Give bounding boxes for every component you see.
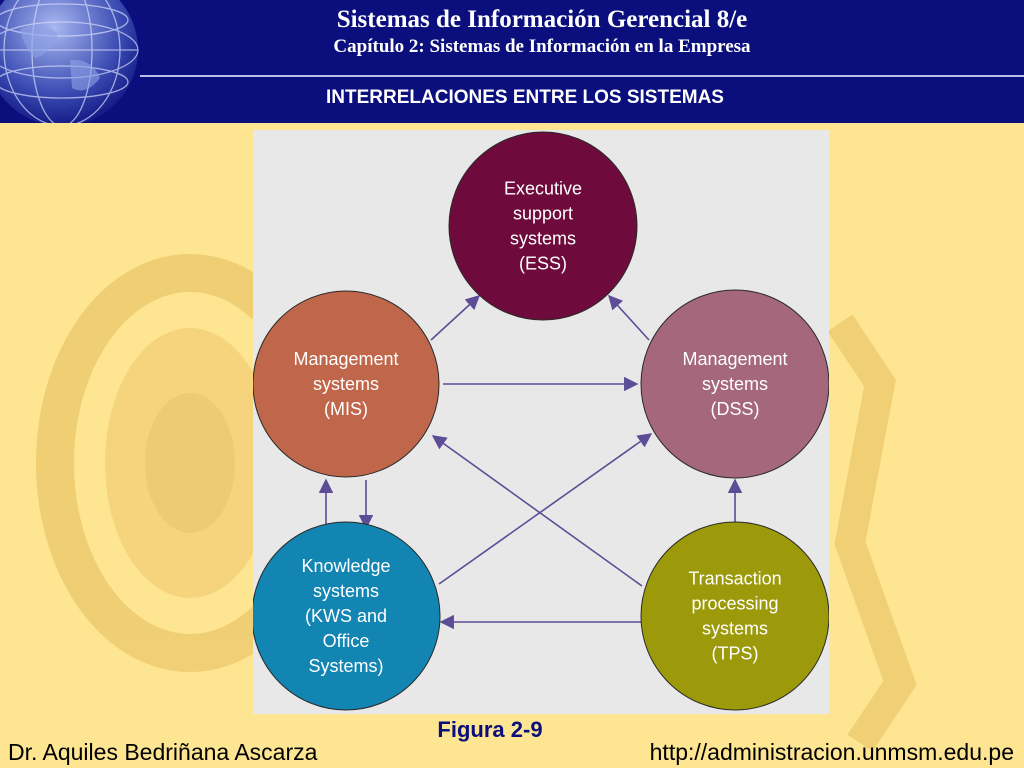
node-ess-label-line: Executive: [504, 179, 582, 199]
arrow-dss-to-ess: [608, 294, 650, 341]
globe-icon: [0, 0, 139, 123]
node-tps-label-line: Transaction: [688, 569, 781, 589]
node-ess-label-line: support: [513, 204, 573, 224]
node-tps-label-line: processing: [691, 594, 778, 614]
website-url[interactable]: http://administracion.unmsm.edu.pe: [649, 739, 1014, 765]
figure-panel: Executive support systems (ESS) Management sy…: [253, 130, 829, 714]
arrow-mis-to-ess: [430, 295, 481, 341]
node-kws-label-line: Office: [323, 631, 370, 651]
node-ess-circle: [448, 131, 638, 321]
node-mis-label-line: systems: [313, 374, 379, 394]
systems-interrelation-diagram: Executive support systems (ESS) Management sy…: [253, 131, 829, 711]
node-tps: Transaction processing systems (TPS): [640, 521, 829, 711]
node-kws-label-line: Knowledge: [301, 556, 390, 576]
node-kws-circle: [253, 521, 441, 711]
node-ess-label-line: systems: [510, 229, 576, 249]
arrow-tps-to-mis: [431, 435, 643, 587]
node-dss-label-line: systems: [702, 374, 768, 394]
arrow-kws-to-dss: [438, 433, 653, 585]
node-kws-label-line: systems: [313, 581, 379, 601]
author-name: Dr. Aquiles Bedriñana Ascarza: [8, 739, 318, 765]
node-tps-circle: [640, 521, 829, 711]
node-tps-label-line: systems: [702, 619, 768, 639]
node-ess: Executive support systems (ESS): [448, 131, 638, 321]
node-mis: Management systems (MIS): [253, 290, 440, 478]
node-dss-circle: [640, 289, 829, 479]
node-dss-label-line: (DSS): [711, 399, 760, 419]
node-mis-circle: [253, 290, 440, 478]
node-dss: Management systems (DSS): [640, 289, 829, 479]
slide-title: Sistemas de Información Gerencial 8/e: [336, 6, 748, 33]
node-tps-label-line: (TPS): [712, 644, 759, 664]
slide-subtitle: Capítulo 2: Sistemas de Información en l…: [333, 36, 751, 57]
node-kws-label-line: Systems): [308, 656, 383, 676]
node-dss-label-line: Management: [682, 349, 787, 369]
node-kws-label-line: (KWS and: [305, 606, 387, 626]
node-mis-label-line: (MIS): [324, 399, 368, 419]
section-title: INTERRELACIONES ENTRE LOS SISTEMAS: [326, 87, 724, 108]
node-mis-label-line: Management: [293, 349, 398, 369]
header-divider: [140, 75, 1024, 77]
figure-caption: Figura 2-9: [437, 717, 543, 742]
header-band: Sistemas de Información Gerencial 8/e Ca…: [0, 0, 1024, 123]
node-ess-label-line: (ESS): [519, 254, 567, 274]
